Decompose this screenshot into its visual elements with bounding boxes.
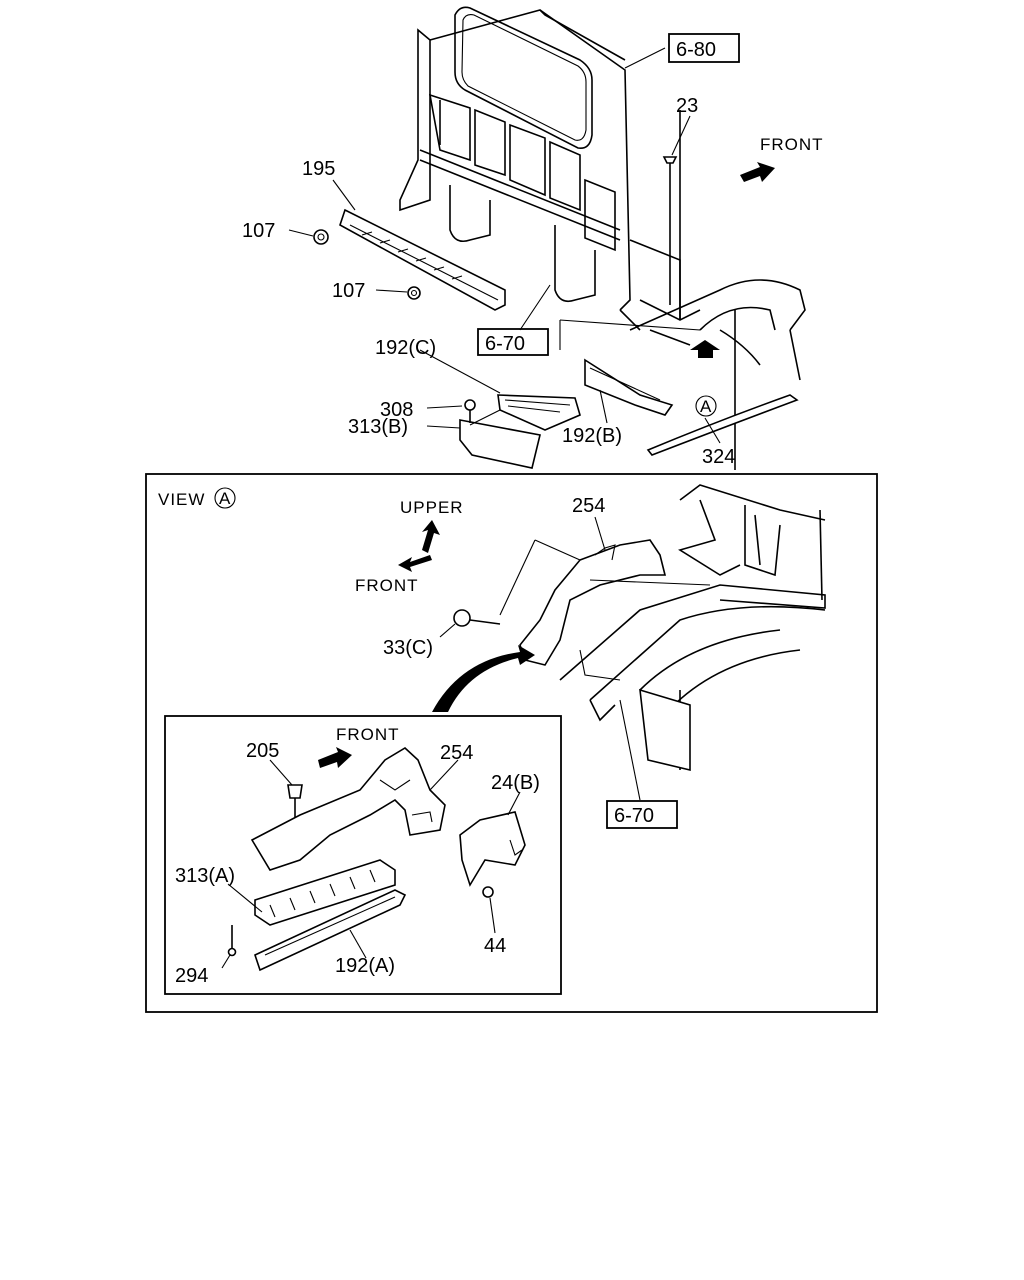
detail-inset-frame <box>164 715 562 995</box>
upper-label: UPPER <box>400 498 464 517</box>
ref-6-70-top: 6-70 <box>485 333 525 355</box>
bolt-33c <box>453 609 471 627</box>
ref-box-6-80 <box>668 33 740 63</box>
view-a-circle-icon <box>214 487 236 509</box>
label-254-view: 254 <box>572 495 605 517</box>
bolt-23 <box>662 156 678 164</box>
circle-a-label: A <box>700 397 712 416</box>
label-205: 205 <box>246 740 279 762</box>
label-308: 308 <box>380 399 413 421</box>
front-arrow-detail-icon <box>318 747 352 768</box>
view-a-letter: A <box>219 489 231 508</box>
screw-308 <box>464 399 476 411</box>
detail-inset: FRONT 205 254 24(B) 313(A) <box>175 725 540 987</box>
nut-107-a <box>313 229 329 245</box>
top-assembly: 6-80 6-70 23 195 107 107 192(C) 308 313(… <box>242 6 824 470</box>
part-313a <box>254 859 396 926</box>
front-label-view: FRONT <box>355 576 419 595</box>
part-195-rail <box>339 208 506 311</box>
ref-box-6-70-view <box>606 800 678 829</box>
label-294: 294 <box>175 965 208 987</box>
part-313b <box>459 419 541 469</box>
label-33c: 33(C) <box>383 637 433 659</box>
ref-box-6-70-top <box>477 328 549 356</box>
view-a: VIEW A UPPER FRONT <box>158 484 826 829</box>
screw-44 <box>482 886 494 898</box>
part-324-strip <box>646 394 799 456</box>
rear-window <box>454 6 593 150</box>
clip-205 <box>287 784 303 799</box>
label-107-a: 107 <box>242 220 275 242</box>
label-313b: 313(B) <box>348 416 408 438</box>
detail-curved-arrow-icon <box>432 645 535 712</box>
label-192a: 192(A) <box>335 955 395 977</box>
upper-arrow-icon <box>422 520 440 553</box>
label-254-detail: 254 <box>440 742 473 764</box>
label-44: 44 <box>484 935 506 957</box>
front-arrow-icon <box>740 162 775 182</box>
label-192c: 192(C) <box>375 337 436 359</box>
part-24b <box>459 811 526 887</box>
view-label: VIEW <box>158 490 205 509</box>
ref-6-70-view: 6-70 <box>614 805 654 827</box>
front-arrow-view-icon <box>398 555 432 572</box>
label-23: 23 <box>676 95 698 117</box>
ref-6-80: 6-80 <box>676 39 716 61</box>
arrow-up-icon <box>690 340 720 358</box>
label-195: 195 <box>302 158 335 180</box>
label-324: 324 <box>702 446 735 468</box>
mudflap <box>639 688 691 772</box>
part-192a <box>254 889 407 972</box>
screw-294 <box>227 947 237 957</box>
label-192b: 192(B) <box>562 425 622 447</box>
front-label-detail: FRONT <box>336 725 400 744</box>
label-24b: 24(B) <box>491 772 540 794</box>
label-313a: 313(A) <box>175 865 235 887</box>
part-254-view <box>519 539 667 666</box>
label-107-b: 107 <box>332 280 365 302</box>
front-label-top: FRONT <box>760 135 824 154</box>
view-a-frame <box>145 473 878 1013</box>
nut-107-b <box>407 286 421 300</box>
view-a-marker-icon <box>695 395 717 417</box>
part-192b <box>584 358 674 416</box>
part-254-detail <box>250 747 446 871</box>
